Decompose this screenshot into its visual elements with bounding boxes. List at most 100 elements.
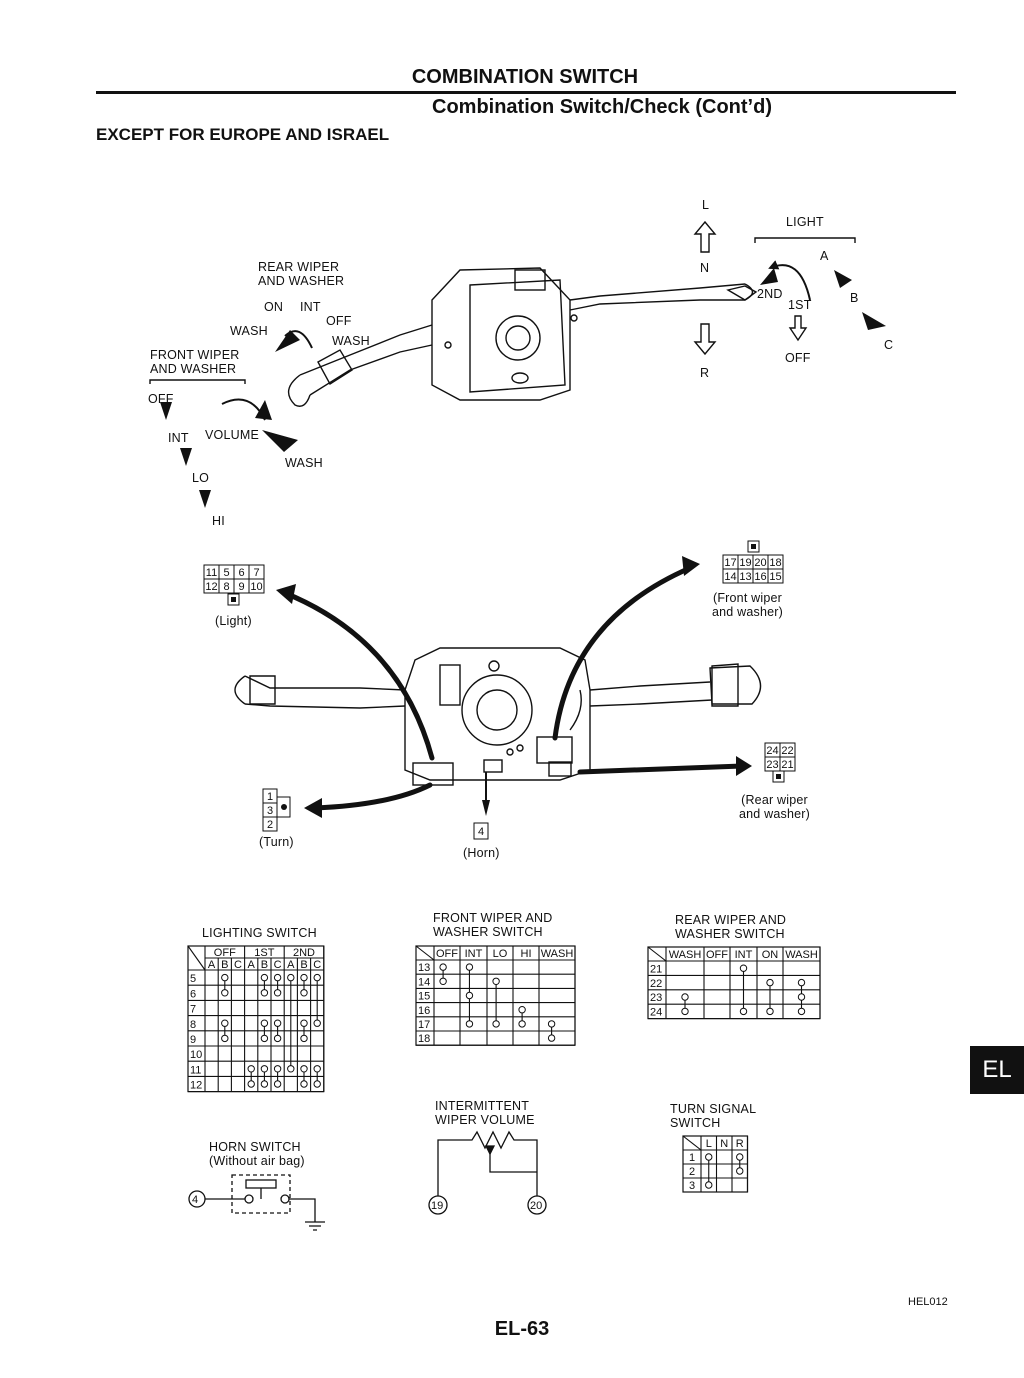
contact-node	[260, 1065, 269, 1073]
header-diagonal	[647, 946, 667, 962]
rear-wash-right-label: WASH	[332, 334, 370, 348]
turn-r-label: R	[700, 366, 710, 380]
column-header: N	[720, 1138, 728, 1150]
light-rotate-head-icon	[760, 268, 778, 285]
contact-node	[221, 1034, 229, 1043]
turn-down-arrow-icon	[693, 323, 717, 356]
rear-connector-arrow	[577, 763, 745, 775]
header-rule	[96, 91, 956, 94]
front-connector-arrowhead-icon	[682, 556, 700, 576]
connector-key	[747, 540, 760, 553]
row-terminal: 24	[650, 1007, 662, 1019]
intermittent-terminal-2: 20	[530, 1200, 542, 1212]
column-group-header: OFF	[214, 947, 236, 959]
front-volume-label: VOLUME	[205, 428, 259, 442]
contact-node	[260, 1019, 269, 1027]
contact-node	[465, 991, 474, 1000]
light-off-label: OFF	[785, 351, 811, 365]
row-terminal: 8	[190, 1019, 196, 1031]
header-diagonal	[187, 945, 206, 971]
row-terminal: 18	[418, 1033, 430, 1045]
page-section-tab[interactable]: EL	[970, 1046, 1024, 1094]
contact-node	[705, 1153, 713, 1161]
contact-node	[736, 1167, 744, 1175]
page-subtitle: Combination Switch/Check (Cont’d)	[432, 96, 772, 118]
connector-key-dot	[776, 774, 781, 779]
column-header: WASH	[785, 949, 818, 961]
contact-node	[797, 993, 806, 1001]
column-subheader: C	[234, 959, 242, 971]
connector-key	[772, 770, 785, 783]
pin-cell	[248, 578, 265, 594]
front-hi-label: HI	[212, 514, 225, 528]
contact-node	[705, 1181, 713, 1189]
column-subheader: A	[287, 959, 295, 971]
pin-number: 1	[267, 791, 273, 803]
intermittent-volume-schematic	[428, 1130, 547, 1215]
front-connector-arrow	[552, 565, 693, 741]
horn-switch-schematic	[188, 1174, 325, 1231]
row-terminal: 17	[418, 1019, 430, 1031]
rear-wiper-label: REAR WIPER AND WASHER	[258, 260, 345, 288]
turn-connector-caption: (Turn)	[259, 835, 294, 849]
front-wiper-switch-title: FRONT WIPER AND WASHER SWITCH	[433, 911, 553, 939]
contact-node	[465, 1020, 474, 1028]
row-terminal: 9	[190, 1034, 196, 1046]
horn-connector-caption: (Horn)	[463, 846, 500, 860]
pin-number: 15	[769, 571, 781, 583]
column-header: OFF	[436, 948, 458, 960]
connector-key-dot	[231, 597, 236, 602]
column-subheader: C	[313, 959, 321, 971]
rear-wash-arrowhead-icon	[275, 330, 300, 352]
light-c-label: C	[884, 338, 894, 352]
front-wiper-label: FRONT WIPER AND WASHER	[150, 348, 240, 376]
contact-node	[300, 1065, 308, 1073]
contact-node	[287, 1065, 295, 1073]
contact-node	[221, 989, 229, 997]
contact-node	[518, 1020, 526, 1028]
header-diagonal	[682, 1135, 702, 1151]
contact-node	[736, 1153, 744, 1161]
pin-number: 2	[267, 819, 273, 831]
front-off-down-arrow-icon	[160, 402, 172, 420]
front-lo-down-arrow-icon	[199, 490, 211, 508]
front-wash-label: WASH	[285, 456, 323, 470]
turn-up-arrow-icon	[693, 220, 717, 253]
row-terminal: 6	[190, 988, 196, 1000]
front-wash-arrow-icon	[262, 430, 298, 452]
front-lo-label: LO	[192, 471, 210, 485]
pin-number: 22	[781, 745, 793, 757]
connector-horn: 4	[473, 822, 489, 840]
volume-arrowhead-icon	[255, 400, 272, 420]
pin-cell	[473, 822, 489, 840]
horn-terminal-number: 4	[192, 1194, 198, 1206]
contact-node	[273, 1034, 282, 1043]
light-off-arrow-icon	[788, 315, 808, 342]
turn-connector-arrow	[312, 782, 433, 811]
contact-node	[247, 1080, 255, 1088]
light-label: LIGHT	[786, 215, 824, 229]
rear-connector-arrowhead-icon	[736, 756, 752, 776]
column-group-header: 1ST	[254, 947, 274, 959]
contact-node	[492, 977, 500, 985]
left-lever-bottom	[234, 675, 406, 709]
light-connector-arrow	[282, 590, 435, 761]
pin-cell	[767, 568, 784, 584]
contact-node	[260, 1080, 269, 1088]
switch-body-top	[431, 267, 578, 401]
row-terminal: 14	[418, 976, 430, 988]
rear-wiper-switch-title: REAR WIPER AND WASHER SWITCH	[675, 913, 787, 941]
contact-node	[547, 1034, 556, 1042]
row-terminal: 12	[190, 1080, 202, 1092]
pin-number: 4	[478, 826, 484, 838]
pin-number: 12	[205, 581, 217, 593]
pin-number: 21	[781, 759, 793, 771]
column-header: R	[736, 1138, 744, 1150]
contact-node	[260, 1034, 269, 1043]
connector-key-dot	[751, 544, 756, 549]
page-title: COMBINATION SWITCH	[411, 66, 639, 88]
